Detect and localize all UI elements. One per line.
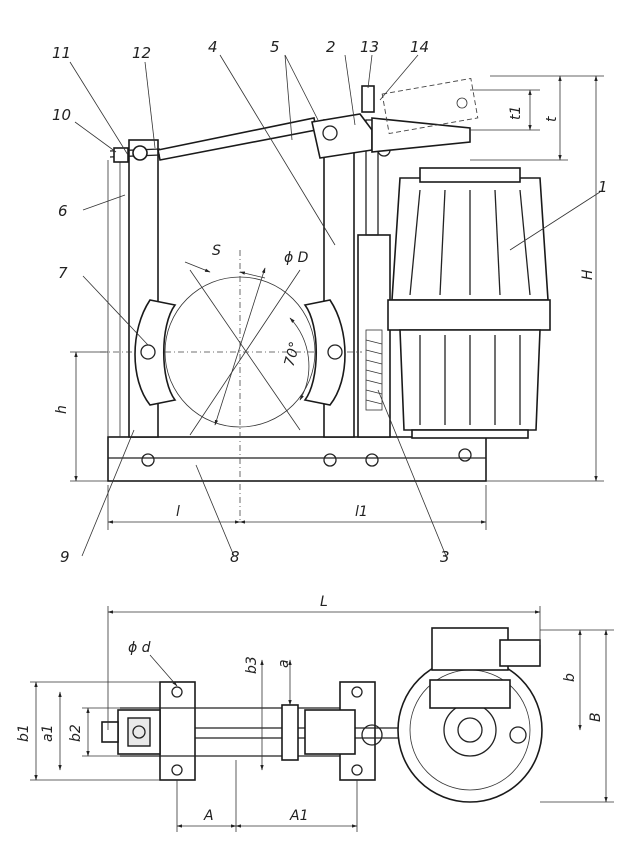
- part-label-12: 12: [132, 44, 151, 62]
- lever: [157, 77, 479, 161]
- plan-view: L ϕ d a b3 b1 a1 b2 b B A A1: [16, 594, 614, 832]
- left-bracket: [159, 681, 196, 781]
- dim-H: H: [580, 269, 596, 280]
- plan-thruster: [397, 627, 543, 803]
- part-label-9: 9: [60, 548, 70, 566]
- dim-S: S: [212, 243, 221, 259]
- part-label-3: 3: [440, 548, 450, 566]
- dim-l: l: [176, 504, 180, 520]
- dim-B: B: [588, 712, 604, 722]
- dim-a1: a1: [40, 725, 56, 743]
- dim-b1: b1: [16, 724, 32, 742]
- dim-l1: l1: [355, 504, 368, 520]
- thruster-rod: [357, 234, 391, 438]
- dim-a: a: [276, 659, 292, 668]
- front-view: 11 12 4 5 2 13 14 10 6 1 7 9 8 3 S ϕ D 7…: [52, 38, 608, 566]
- part-label-11: 11: [52, 44, 71, 62]
- dim-A1: A1: [289, 808, 308, 824]
- dim-b: b: [562, 673, 578, 682]
- dim-D: ϕ D: [284, 250, 309, 266]
- part-label-13: 13: [360, 38, 379, 56]
- part-label-2: 2: [326, 38, 336, 56]
- part-label-14: 14: [410, 38, 429, 56]
- part-label-5: 5: [270, 38, 280, 56]
- right-brake-shoe: [303, 299, 346, 406]
- hydraulic-thruster: [387, 167, 551, 439]
- part-label-8: 8: [230, 548, 240, 566]
- part-label-6: 6: [58, 202, 68, 220]
- dim-b2: b2: [68, 724, 84, 742]
- base-plate: [107, 436, 487, 482]
- dim-t: t: [544, 116, 560, 122]
- part-label-7: 7: [58, 264, 68, 282]
- part-label-4: 4: [208, 38, 218, 56]
- dim-A: A: [203, 808, 214, 824]
- part-label-10: 10: [52, 106, 71, 124]
- part-label-1: 1: [598, 178, 608, 196]
- dim-angle: 70°: [282, 340, 304, 368]
- dim-b3: b3: [244, 656, 260, 674]
- adjust-nut: [132, 145, 148, 161]
- dim-h: h: [54, 405, 70, 414]
- dim-L: L: [320, 594, 328, 610]
- dim-d: ϕ d: [128, 640, 151, 656]
- dim-t1: t1: [508, 106, 524, 120]
